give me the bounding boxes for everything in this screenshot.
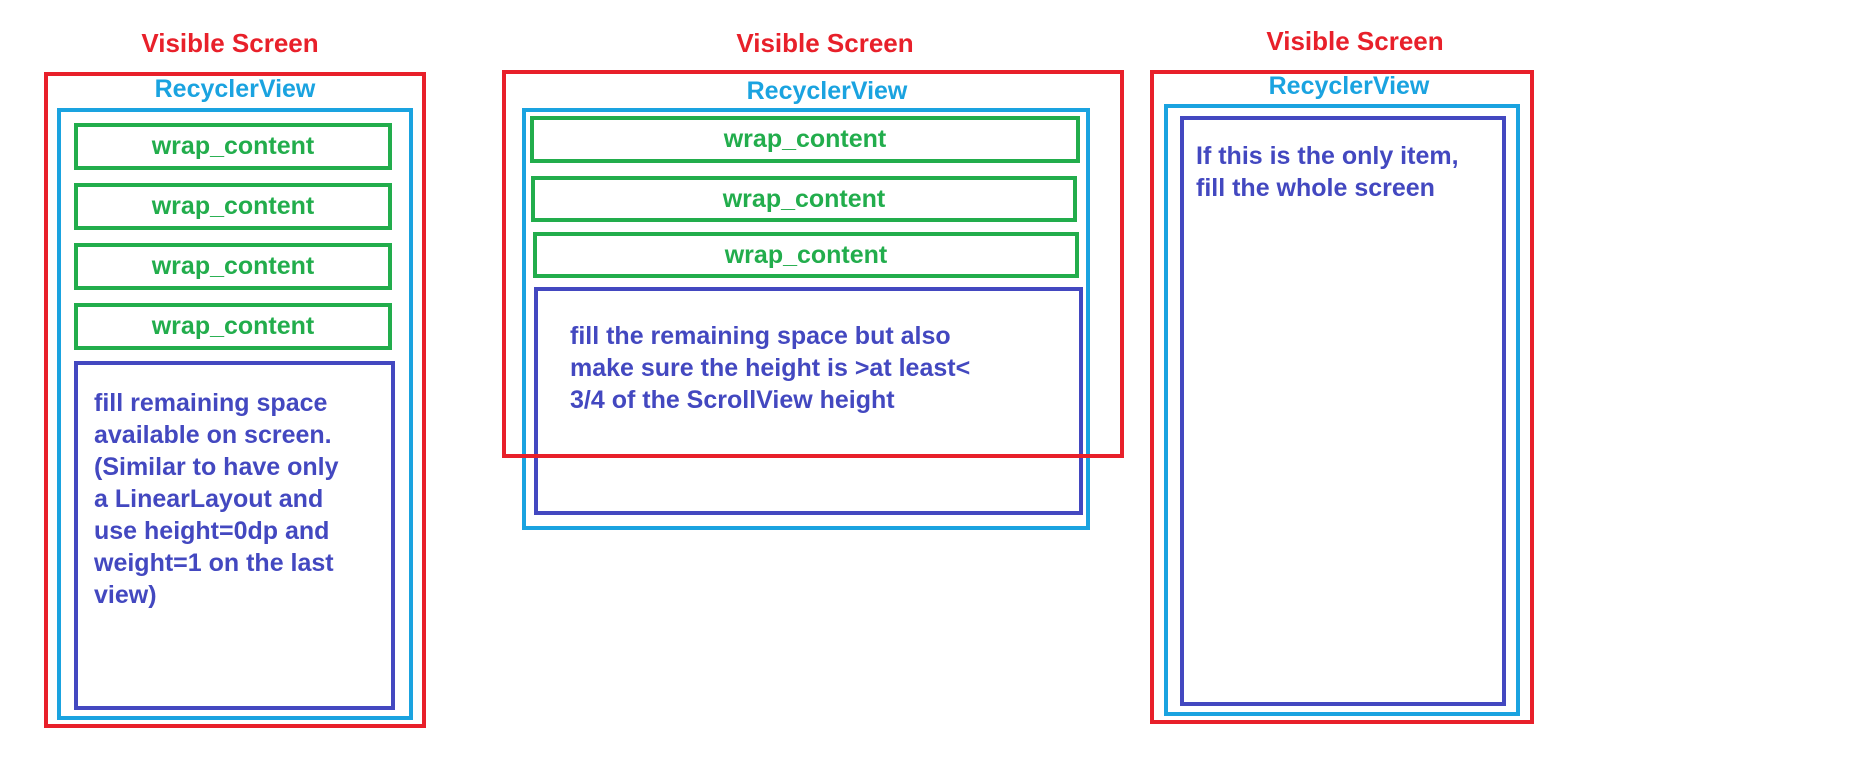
visible-screen-box bbox=[44, 72, 426, 728]
visible-screen-title: Visible Screen bbox=[141, 28, 319, 58]
wrap-content-item: wrap_content bbox=[531, 176, 1077, 222]
only-item-fill-screen: If this is the only item, fill the whole… bbox=[1180, 116, 1506, 706]
recycler-view-box bbox=[57, 108, 413, 720]
visible-screen-title: Visible Screen bbox=[736, 28, 914, 58]
fill-remaining-item: fill the remaining space but also make s… bbox=[534, 287, 1083, 515]
fill-description: If this is the only item, fill the whole… bbox=[1196, 142, 1459, 202]
visible-screen-box bbox=[1150, 70, 1534, 724]
wrap-content-item: wrap_content bbox=[74, 243, 392, 290]
wrap-content-item: wrap_content bbox=[74, 183, 392, 230]
fill-description: fill the remaining space but also make s… bbox=[570, 322, 971, 414]
wrap-content-item: wrap_content bbox=[533, 232, 1079, 278]
recycler-view-label: RecyclerView bbox=[154, 75, 316, 103]
fill-remaining-item: fill remaining space available on screen… bbox=[74, 361, 395, 710]
fill-description: fill remaining space available on screen… bbox=[94, 389, 339, 609]
visible-screen-title: Visible Screen bbox=[1266, 26, 1444, 56]
recycler-view-label: RecyclerView bbox=[746, 77, 908, 105]
wrap-content-item: wrap_content bbox=[530, 116, 1080, 163]
visible-screen-box bbox=[502, 70, 1124, 458]
recycler-view-label: RecyclerView bbox=[1268, 72, 1430, 100]
recycler-view-box bbox=[1164, 104, 1520, 716]
recycler-view-box bbox=[522, 108, 1090, 530]
wrap-content-item: wrap_content bbox=[74, 303, 392, 350]
wrap-content-item: wrap_content bbox=[74, 123, 392, 170]
